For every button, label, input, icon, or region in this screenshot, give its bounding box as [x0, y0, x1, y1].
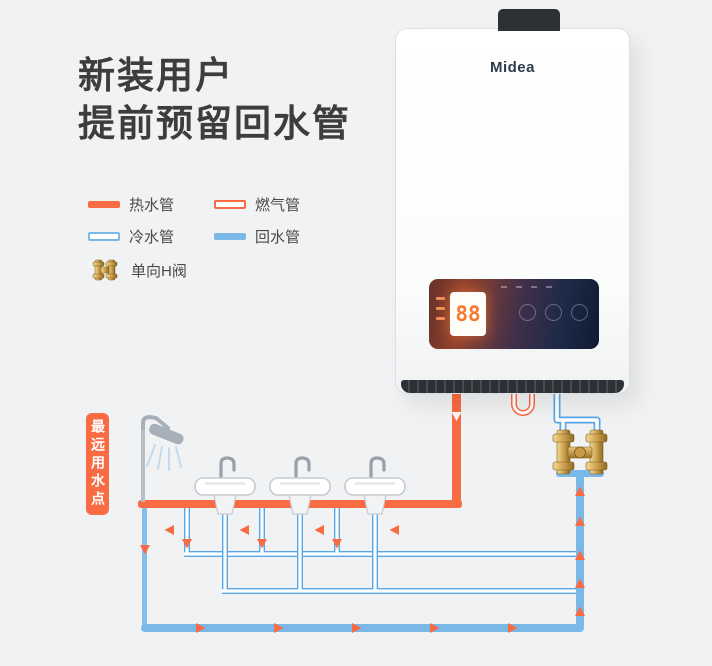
h-valve-legend-icon — [92, 259, 118, 281]
headline-line-1: 新装用户 — [78, 55, 234, 96]
legend-item-cold: 冷水管 — [88, 226, 214, 247]
temperature-display: 88 — [450, 292, 486, 336]
cold-branch-pipes — [184, 504, 580, 594]
headline: 新装用户 提前预留回水管 — [78, 52, 351, 148]
hot-pipe-swatch — [88, 201, 120, 208]
legend-item-hot: 热水管 — [88, 194, 214, 215]
h-valve-icon — [552, 429, 608, 475]
gas-pipe-swatch — [214, 200, 246, 209]
legend-item-return: 回水管 — [214, 226, 300, 247]
shower-riser-pipe — [141, 426, 145, 502]
legend-label: 燃气管 — [255, 197, 301, 214]
brand-logo: Midea — [489, 59, 535, 76]
control-panel: 88 — [429, 279, 599, 349]
water-heater: Midea 88 — [395, 9, 630, 394]
return-pipe-swatch — [214, 233, 246, 240]
panel-status-icons — [436, 297, 445, 320]
farthest-point-label: 最远用水点 — [86, 413, 109, 515]
legend-label: 热水管 — [129, 197, 175, 214]
gas-pipe — [511, 386, 535, 416]
legend: 热水管 燃气管 冷水管 回水管 — [88, 194, 300, 282]
temperature-value: 88 — [455, 302, 481, 326]
bottom-vent-grille — [401, 380, 624, 393]
flow-arrows — [140, 486, 585, 633]
cold-pipe-swatch — [88, 232, 120, 241]
panel-indicator-lights — [501, 286, 552, 288]
legend-label: 单向H阀 — [131, 262, 187, 280]
flue-vent-cap — [498, 9, 560, 31]
headline-line-2: 提前预留回水管 — [78, 103, 351, 144]
legend-item-valve: 单向H阀 — [88, 258, 300, 282]
legend-label: 冷水管 — [129, 229, 175, 246]
legend-item-gas: 燃气管 — [214, 194, 300, 215]
touch-buttons — [519, 304, 588, 321]
shower-icon — [141, 414, 184, 471]
legend-label: 回水管 — [255, 229, 301, 246]
